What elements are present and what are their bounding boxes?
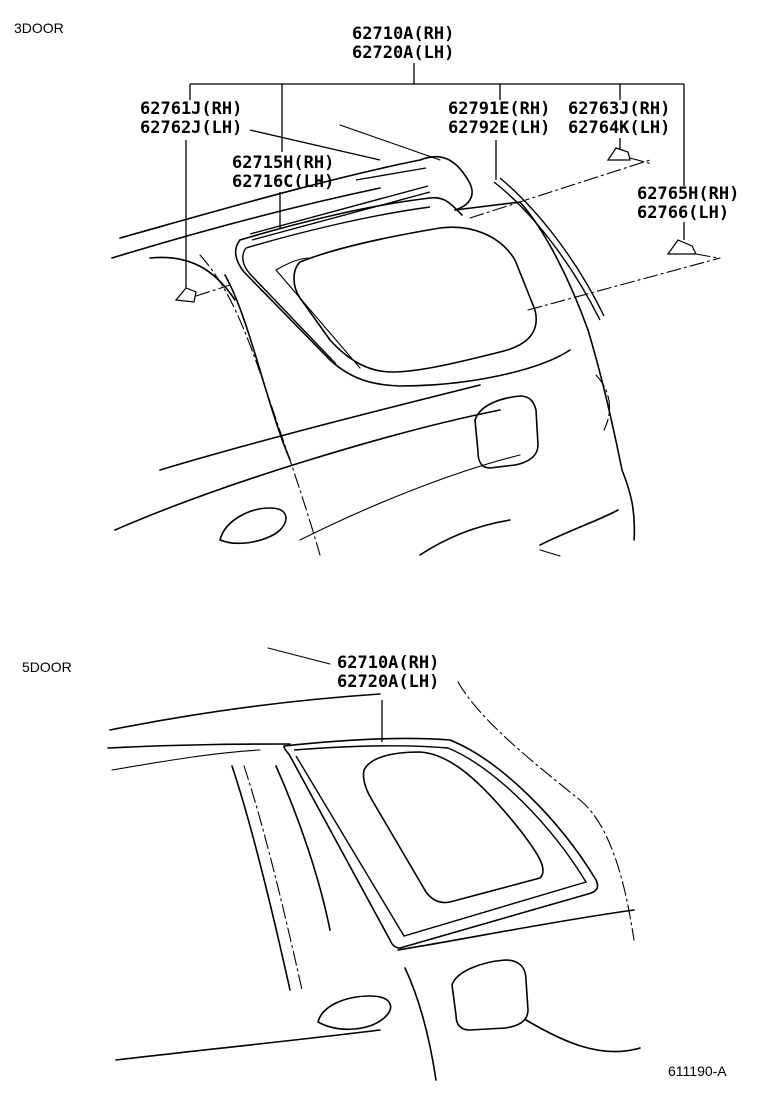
part-label-62792e-lh[interactable]: 62792E(LH) <box>448 118 550 138</box>
part-label-62762j-lh[interactable]: 62762J(LH) <box>140 118 242 138</box>
section-label-5door: 5DOOR <box>22 659 72 675</box>
clip-rear-lower-3door[interactable] <box>666 239 719 259</box>
part-label-5door-62720a-lh[interactable]: 62720A(LH) <box>337 672 439 692</box>
leader-lines-3door <box>185 63 685 290</box>
part-label-62764k-lh[interactable]: 62764K(LH) <box>568 118 670 138</box>
callout-clip-rear-upper[interactable]: 62763J(RH) 62764K(LH) <box>568 99 670 138</box>
callout-clip-front[interactable]: 62761J(RH) 62762J(LH) <box>140 99 242 138</box>
part-label-62765h-rh[interactable]: 62765H(RH) <box>637 184 739 204</box>
figure-reference: 611190-A <box>668 1063 727 1079</box>
callout-main-5door[interactable]: 62710A(RH) 62720A(LH) <box>337 653 439 692</box>
part-label-62791e-rh[interactable]: 62791E(RH) <box>448 99 550 119</box>
leader-lines-5door <box>267 647 383 742</box>
part-label-62763j-rh[interactable]: 62763J(RH) <box>568 99 670 119</box>
callout-upper-molding[interactable]: 62715H(RH) 62716C(LH) <box>232 153 334 192</box>
part-label-62710a-rh[interactable]: 62710A(RH) <box>352 24 454 44</box>
part-label-62766-lh[interactable]: 62766(LH) <box>637 203 729 223</box>
part-label-62716c-lh[interactable]: 62716C(LH) <box>232 172 334 192</box>
part-label-62720a-lh[interactable]: 62720A(LH) <box>352 43 454 63</box>
section-label-3door: 3DOOR <box>14 20 64 36</box>
callout-clip-rear-lower[interactable]: 62765H(RH) 62766(LH) <box>637 184 739 223</box>
clip-rear-upper-3door[interactable] <box>606 147 653 165</box>
callout-rear-molding[interactable]: 62791E(RH) 62792E(LH) <box>448 99 550 138</box>
part-label-5door-62710a-rh[interactable]: 62710A(RH) <box>337 653 439 673</box>
vehicle-body-3door <box>111 124 721 557</box>
callout-main-3door[interactable]: 62710A(RH) 62720A(LH) <box>352 24 454 63</box>
vehicle-body-5door <box>107 681 641 1081</box>
part-label-62761j-rh[interactable]: 62761J(RH) <box>140 99 242 119</box>
clip-front-3door[interactable] <box>174 284 231 303</box>
part-label-62715h-rh[interactable]: 62715H(RH) <box>232 153 334 173</box>
